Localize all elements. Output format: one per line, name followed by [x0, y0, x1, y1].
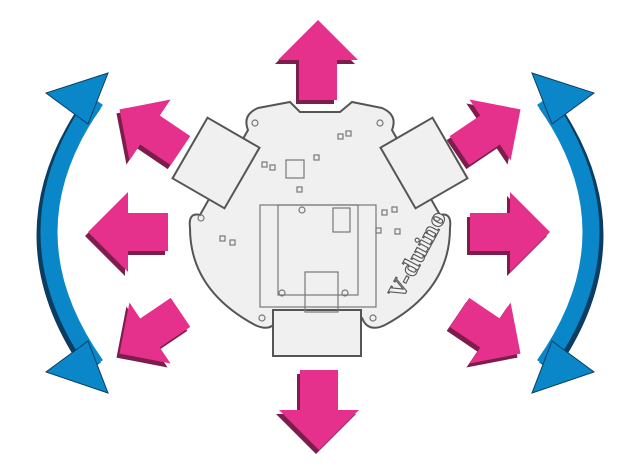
move-left-arrow	[85, 192, 168, 276]
move-backward-right-arrow	[435, 281, 542, 389]
move-backward-arrow	[276, 370, 359, 454]
rotate-clockwise-arrow	[531, 72, 604, 394]
move-right-arrow	[467, 192, 550, 276]
motor-right	[379, 116, 469, 210]
motor-bottom	[272, 309, 362, 357]
robot-board: V-duino	[171, 100, 469, 357]
move-backward-left-arrow	[95, 281, 202, 389]
motor-left	[171, 116, 261, 210]
move-forward-arrow	[275, 20, 358, 104]
rotate-counterclockwise-arrow	[36, 72, 109, 394]
